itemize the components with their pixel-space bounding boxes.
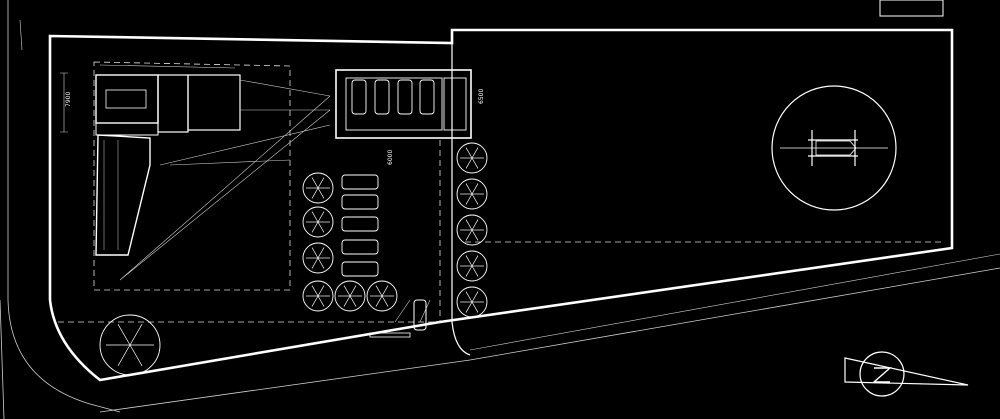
road-edge-bottom-inner: [469, 253, 1000, 351]
garage-building: [335, 69, 472, 139]
helicopter-icon: [780, 140, 888, 156]
tree-icon: [302, 242, 334, 274]
main-building: [95, 64, 241, 256]
car-icon: [351, 79, 367, 115]
car-icon: [413, 299, 427, 331]
road-edge-far-left: [0, 299, 5, 419]
building-outline-dashed: [93, 61, 291, 291]
tree-icon: [334, 280, 366, 312]
car-icon: [419, 79, 435, 115]
tree-icon: [302, 280, 334, 312]
tree-icon: [302, 206, 334, 238]
road-edge-bottom: [99, 267, 1000, 413]
road-stub: [19, 19, 23, 51]
car-icon: [341, 261, 379, 277]
car-icon: [374, 79, 390, 115]
gate: [369, 332, 411, 338]
dim-bottom: 6000: [387, 150, 394, 165]
dim-left: 7900: [65, 92, 72, 107]
plot-divider: [451, 43, 471, 356]
tree-icon: [99, 314, 161, 376]
car-icon: [341, 216, 379, 232]
road-edge-left: [7, 0, 121, 413]
tree-icon: [456, 178, 488, 210]
tree-icon: [456, 142, 488, 174]
sight-lines: [119, 79, 331, 281]
plot-boundary: [48, 28, 954, 382]
tree-icon: [456, 250, 488, 282]
tree-icon: [456, 214, 488, 246]
helipad: [771, 85, 897, 211]
tree-icon: [456, 286, 488, 318]
car-icon: [341, 239, 379, 255]
car-icon: [341, 174, 379, 190]
dim-right: 6500: [478, 89, 485, 104]
north-arrow-icon: [844, 351, 969, 397]
car-icon: [397, 79, 413, 115]
tree-icon: [302, 172, 334, 204]
tree-icon: [366, 280, 398, 312]
car-icon: [341, 194, 379, 210]
title-box: [879, 0, 944, 17]
